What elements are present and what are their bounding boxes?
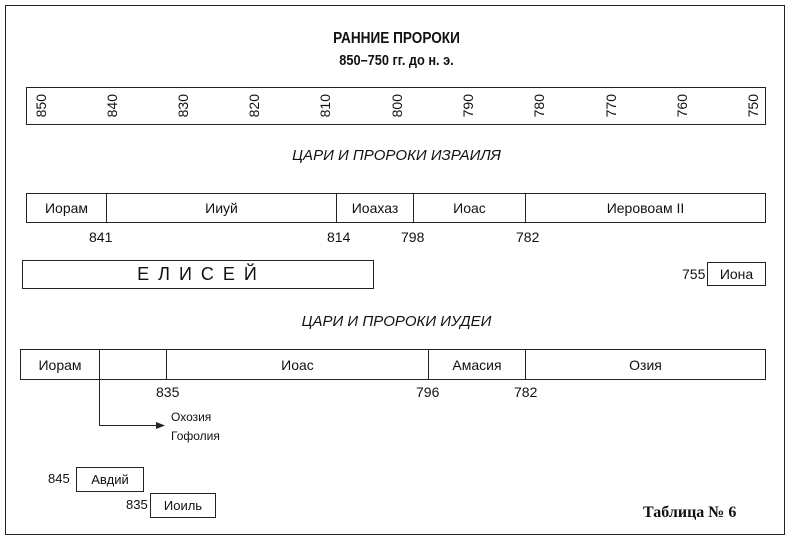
year-label: 796 [416,384,440,400]
year-label: 835 [156,384,180,400]
king-cell: Иоас [414,194,526,222]
year-label: 755 [682,266,706,282]
page-subtitle: 850–750 гг. до н. э. [339,52,454,69]
israel-heading: ЦАРИ И ПРОРОКИ ИЗРАИЛЯ [292,147,501,164]
timeline-scale: 850 840 830 820 810 800 790 780 770 760 … [26,87,766,125]
prophet-elisha: Е Л И С Е Й [22,260,374,289]
king-cell: Иорам [27,194,107,222]
prophet-jonah: Иона [707,262,766,286]
king-cell: Иеровоам II [606,200,685,216]
king-cell: Иоас [167,350,429,379]
year-label: 782 [514,384,538,400]
judah-heading: ЦАРИ И ПРОРОКИ ИУДЕИ [301,313,492,330]
outer-frame [5,5,785,535]
king-cell-empty [100,350,167,379]
king-cell: Ииуй [107,194,337,222]
prophet-joel: Иоиль [150,493,216,518]
table-label: Таблица № 6 [643,504,737,521]
branch-name: Гофолия [171,429,220,443]
king-cell: Амасия [429,350,526,379]
king-cell: Иорам [21,350,100,379]
year-label: 782 [516,229,540,245]
year-label: 841 [89,229,113,245]
year-label: 845 [48,471,70,486]
judah-kings-row: Иорам Иоас Амасия Озия [20,349,766,380]
page-title: РАННИЕ ПРОРОКИ [333,30,460,47]
king-cell: Иоахаз [337,194,414,222]
branch-name: Охозия [171,410,212,424]
israel-kings-row: Иорам Ииуй Иоахаз Иоас Иеровоам II [26,193,766,223]
year-label: 835 [126,497,148,512]
king-cell: Озия [629,356,662,373]
year-label: 798 [401,229,425,245]
prophet-obadiah: Авдий [76,467,144,492]
year-label: 814 [327,229,351,245]
